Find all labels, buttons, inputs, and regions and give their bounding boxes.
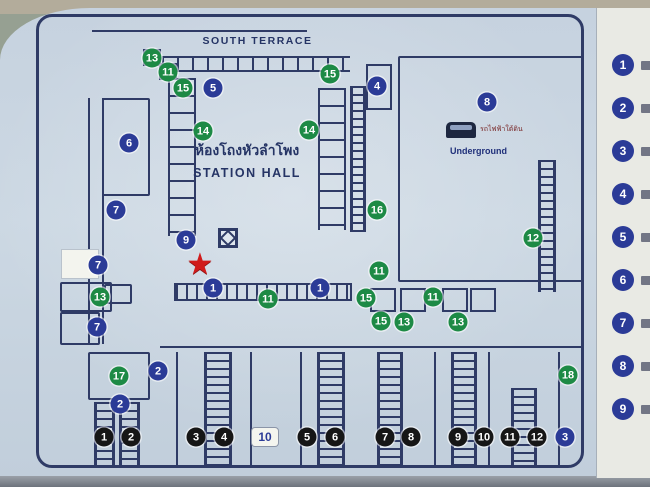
legend-number-2: 2 [612,97,634,119]
map-marker-green-13: 13 [448,312,468,332]
legend-text-cutoff [641,276,650,285]
map-marker-blue-4: 4 [367,76,387,96]
map-marker-green-14: 14 [193,121,213,141]
map-marker-green-16: 16 [367,200,387,220]
map-marker-green-13: 13 [90,287,110,307]
you-are-here-star-icon: ★ [186,248,214,281]
map-marker-blue-1: 1 [203,278,223,298]
legend-text-cutoff [641,362,650,371]
gate-booth [442,288,468,312]
west-corridor [88,98,104,344]
map-marker-black-10: 10 [474,427,494,447]
map-marker-green-12: 12 [523,228,543,248]
map-marker-green-15: 15 [356,288,376,308]
legend-number-6: 6 [612,269,634,291]
legend-number-7: 7 [612,312,634,334]
legend-text-cutoff [641,233,650,242]
map-marker-blue-3: 3 [555,427,575,447]
gate-booth [470,288,496,312]
legend-text-cutoff [641,405,650,414]
map-marker-black-3: 3 [186,427,206,447]
map-marker-green-17: 17 [109,366,129,386]
terrace-wall-line [92,30,307,32]
terrace-booths-row [162,56,350,72]
platform-edge [300,352,302,468]
legend-number-3: 3 [612,140,634,162]
photo-bottom-shadow [0,476,650,487]
platform-edge [250,352,252,468]
map-marker-black-12: 12 [527,427,547,447]
southwest-room [60,282,112,312]
platform-boundary-line [160,346,584,348]
legend-number-8: 8 [612,355,634,377]
map-marker-green-15: 15 [320,64,340,84]
hall-booths-right-column [318,88,346,230]
legend-text-cutoff [641,190,650,199]
map-marker-green-11: 11 [423,287,443,307]
map-marker-green-11: 11 [258,289,278,309]
map-marker-black-9: 9 [448,427,468,447]
platform-edge [488,352,490,468]
map-marker-black-5: 5 [297,427,317,447]
map-marker-blue-2: 2 [148,361,168,381]
map-marker-green-13: 13 [394,312,414,332]
legend-text-cutoff [641,319,650,328]
underground-stairs-ladder [538,160,556,292]
legend-text-cutoff [641,147,650,156]
legend-number-1: 1 [612,54,634,76]
south-terrace-label: SOUTH TERRACE [202,35,313,47]
platform-edge [176,352,178,468]
emblem-icon [218,228,238,248]
legend-number-9: 9 [612,398,634,420]
hall-booths-left-column [168,78,196,236]
station-hall-label: STATION HALL [193,166,301,180]
map-marker-black-7: 7 [375,427,395,447]
map-marker-black-8: 8 [401,427,421,447]
legend-text-cutoff [641,104,650,113]
legend-number-4: 4 [612,183,634,205]
map-marker-black-6: 6 [325,427,345,447]
map-marker-black-2: 2 [121,427,141,447]
map-marker-green-18: 18 [558,365,578,385]
map-marker-blue-7: 7 [87,317,107,337]
underground-label: Underground [450,146,507,156]
map-marker-green-15: 15 [371,311,391,331]
map-marker-blue-8: 8 [477,92,497,112]
map-marker-green-14: 14 [299,120,319,140]
gate-booth [400,288,426,312]
track-ladder [451,352,477,468]
map-marker-blue-7: 7 [106,200,126,220]
map-marker-boxed-10: 10 [252,428,278,446]
underground-thai-label: รถไฟฟ้าใต้ดิน [480,126,523,133]
map-marker-green-13: 13 [142,48,162,68]
platform-edge [558,352,560,468]
legend-panel: 1 2 3 4 5 6 7 8 9 [596,8,650,478]
legend-number-5: 5 [612,226,634,248]
map-marker-blue-2: 2 [110,394,130,414]
track-ladder [317,352,345,468]
track-ladder [377,352,403,468]
map-marker-blue-5: 5 [203,78,223,98]
map-marker-black-11: 11 [500,427,520,447]
legend-text-cutoff [641,61,650,70]
station-hall-thai-label: ห้องโถงหัวลำโพง [194,142,300,158]
map-marker-black-1: 1 [94,427,114,447]
track-ladder [204,352,232,468]
map-marker-black-4: 4 [214,427,234,447]
east-building-outline [398,56,584,282]
map-marker-blue-6: 6 [119,133,139,153]
underground-train-icon [446,122,476,138]
small-room [366,64,392,110]
map-marker-green-15: 15 [173,78,193,98]
map-marker-blue-1: 1 [310,278,330,298]
map-marker-blue-7: 7 [88,255,108,275]
platform-edge [434,352,436,468]
walkway-ladder [350,86,366,232]
map-marker-blue-9: 9 [176,230,196,250]
map-marker-green-11: 11 [369,261,389,281]
map-marker-green-11: 11 [158,62,178,82]
